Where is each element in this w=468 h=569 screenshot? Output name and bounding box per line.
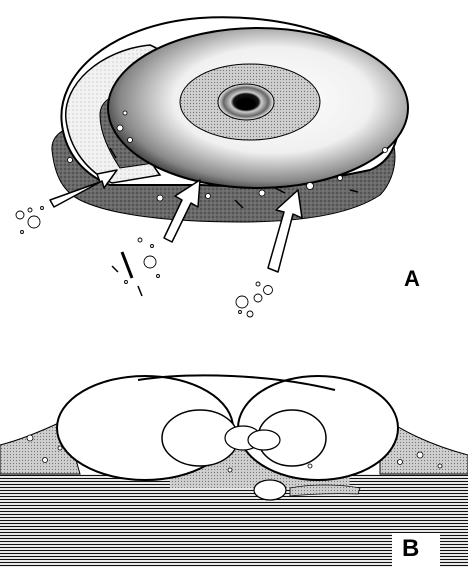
loose-particles-right [236, 282, 273, 317]
loose-particles-left [16, 207, 44, 234]
buried-particle [254, 480, 286, 500]
umbilicus-center [236, 98, 256, 110]
loose-particles-middle [125, 238, 160, 284]
loose-spines-middle [112, 252, 142, 296]
panel-label-a: A [404, 266, 420, 292]
panel-label-b: B [402, 535, 419, 563]
panel-a [16, 17, 408, 317]
inner-whorl-center-right [248, 430, 280, 450]
